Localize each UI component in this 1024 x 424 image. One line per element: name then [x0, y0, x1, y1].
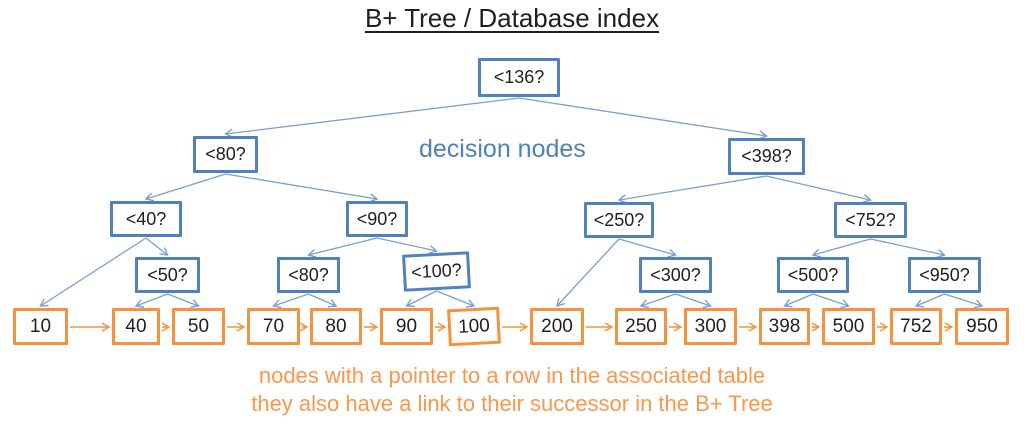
tree-edge: [39, 237, 147, 307]
tree-edge: [639, 293, 676, 309]
tree-edge: [145, 237, 169, 256]
decision-node-250: <250?: [584, 202, 654, 238]
tree-edge: [307, 237, 378, 258]
tree-edge: [405, 290, 437, 308]
leaf-node-200: 200: [530, 308, 584, 345]
decision-node-40: <40?: [110, 201, 182, 237]
decision-node-500: <500?: [777, 257, 849, 293]
decision-node-50: <50?: [135, 257, 200, 293]
tree-edge: [272, 293, 309, 309]
leaf-node-10: 10: [13, 308, 68, 345]
tree-edge: [308, 293, 338, 308]
tree-edge: [518, 97, 768, 140]
leaf-node-70: 70: [247, 308, 300, 345]
tree-edge: [134, 293, 168, 308]
tree-edge: [167, 293, 200, 308]
decision-node-136: <136?: [478, 58, 560, 97]
decision-node-752: <752?: [834, 202, 907, 238]
tree-edge: [914, 293, 945, 308]
tree-edge: [812, 293, 850, 309]
tree-edge: [556, 238, 620, 308]
decision-node-80: <80?: [193, 136, 258, 173]
tree-edge: [766, 175, 872, 203]
tree-edge: [783, 293, 814, 308]
decision-node-950: <950?: [908, 257, 981, 293]
leaf-node-950: 950: [955, 308, 1009, 345]
decision-node-300: <300?: [639, 257, 712, 293]
page-title: B+ Tree / Database index: [364, 3, 660, 33]
tree-edge: [376, 237, 438, 255]
caption-line-1: nodes with a pointer to a row in the ass…: [258, 363, 766, 388]
leaf-node-300: 300: [684, 308, 737, 345]
decision-node-100: <100?: [402, 251, 471, 292]
leaf-node-500: 500: [822, 308, 875, 345]
tree-edge: [618, 238, 677, 258]
leaf-node-80: 80: [310, 308, 362, 345]
tree-edge: [675, 293, 712, 309]
leaf-node-40: 40: [112, 308, 160, 345]
decision-nodes-label: decision nodes: [419, 135, 586, 163]
decision-node-398: <398?: [728, 138, 805, 175]
decision-node-90: <90?: [346, 201, 408, 237]
tree-edge: [870, 238, 946, 259]
tree-edge: [617, 175, 767, 204]
leaf-node-90: 90: [380, 308, 433, 345]
leaf-node-50: 50: [172, 308, 225, 345]
caption-line-2: they also have a link to their successor…: [251, 391, 773, 416]
tree-edge: [224, 97, 520, 138]
tree-edge: [225, 173, 379, 203]
decision-node-80: <80?: [277, 257, 340, 293]
leaf-node-752: 752: [890, 308, 942, 345]
leaf-node-100: 100: [447, 306, 501, 347]
tree-edge: [811, 238, 871, 258]
leaf-caption: nodes with a pointer to a row in the ass…: [0, 362, 1024, 418]
tree-edge: [944, 293, 984, 309]
leaf-node-398: 398: [759, 308, 810, 345]
tree-edge: [436, 290, 476, 308]
leaf-node-250: 250: [615, 308, 667, 345]
tree-edge: [144, 173, 226, 202]
